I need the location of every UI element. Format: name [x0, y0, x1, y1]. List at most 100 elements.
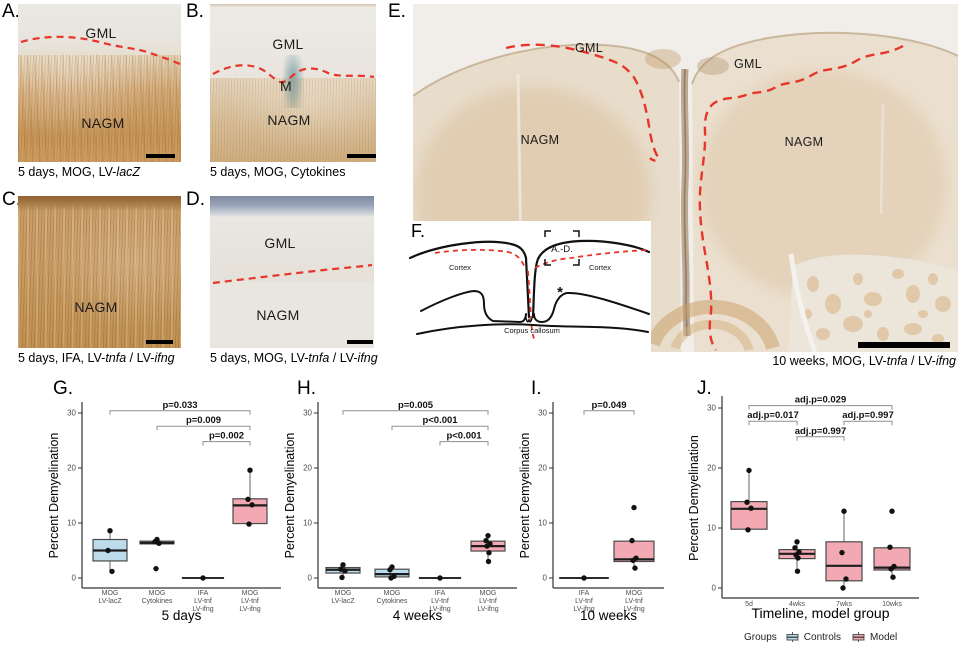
group-legend: Groups Controls Model	[744, 631, 897, 643]
panel-letter-h: H.	[297, 378, 316, 399]
boxplot-box	[374, 564, 410, 581]
label-gml-right: GML	[734, 57, 762, 71]
nagm-region	[18, 196, 181, 348]
caption-a: 5 days, MOG, LV-lacZ	[18, 165, 141, 179]
svg-text:Percent Demyelination: Percent Demyelination	[283, 433, 297, 559]
meningeal-crust	[210, 196, 374, 218]
svg-text:adj.p=0.029: adj.p=0.029	[795, 395, 847, 406]
scale-bar	[347, 154, 376, 158]
panel-letter-j: J.	[697, 378, 712, 399]
micrograph-a: GML NAGM	[18, 4, 181, 162]
scale-bar	[347, 340, 373, 344]
label-m: M	[280, 78, 292, 94]
svg-text:10: 10	[67, 519, 76, 528]
boxplot-box	[92, 528, 128, 575]
boxplot-box	[825, 508, 863, 591]
dashed-demarcation	[434, 248, 526, 269]
legend-item: Controls	[785, 631, 841, 643]
boxplot-box	[418, 575, 462, 581]
svg-text:30: 30	[538, 409, 547, 418]
demarcation-overlay	[212, 263, 373, 285]
panel-letter-b: B.	[186, 1, 204, 22]
boxplot-box	[778, 539, 816, 574]
gml-region	[210, 217, 374, 282]
label-nagm: NAGM	[256, 307, 300, 323]
gml-nagm-dashed-line	[20, 35, 181, 66]
svg-text:30: 30	[67, 409, 76, 418]
gml-nagm-dashed-line	[212, 64, 375, 84]
svg-text:20: 20	[67, 464, 76, 473]
scale-bar	[146, 154, 175, 158]
significance-bracket: p<0.001	[439, 431, 489, 446]
label-region-a-d: A.-D.	[551, 244, 573, 255]
boxplot-box	[613, 504, 655, 571]
svg-text:20: 20	[303, 464, 312, 473]
svg-text:4wks: 4wks	[789, 601, 805, 608]
panel-letter-a: A.	[2, 1, 20, 22]
svg-text:0: 0	[308, 574, 313, 583]
svg-text:0: 0	[712, 584, 717, 593]
svg-text:10: 10	[303, 519, 312, 528]
significance-bracket: p=0.009	[156, 415, 251, 431]
boxplot-box	[559, 575, 609, 581]
micrograph-b: GML M NAGM	[210, 4, 376, 162]
demarcation-overlay	[212, 64, 375, 84]
boxplot-box	[325, 562, 361, 581]
gml-nagm-dashed-line	[212, 263, 373, 285]
scale-bar	[858, 342, 950, 348]
schematic-inset-f: F. A.-D. Cortex Cortex * Corpus callosum	[408, 221, 651, 352]
panel-letter-e: E.	[388, 1, 406, 22]
nagm-region	[18, 54, 181, 162]
svg-text:p<0.001: p<0.001	[422, 415, 458, 426]
label-cortex-left: Cortex	[449, 263, 471, 272]
significance-bracket: p=0.033	[109, 400, 251, 415]
boxplot-box	[181, 575, 225, 581]
svg-text:30: 30	[707, 404, 716, 413]
svg-text:5d: 5d	[745, 601, 753, 608]
significance-bracket: p=0.049	[583, 400, 635, 415]
legend-items: Controls Model	[785, 631, 897, 643]
svg-text:10: 10	[707, 524, 716, 533]
panel-letter-g: G.	[53, 378, 74, 399]
gml-nagm-dashed-line-right	[698, 44, 904, 351]
asterisk-marker: *	[557, 284, 563, 301]
boxplot-key-icon	[786, 632, 799, 642]
legend-title: Groups	[744, 631, 777, 643]
panel-letter-i: I.	[531, 378, 542, 399]
svg-text:Timeline, model group: Timeline, model group	[752, 605, 890, 621]
svg-text:Percent Demyelination: Percent Demyelination	[47, 433, 61, 559]
label-nagm: NAGM	[267, 112, 311, 128]
svg-text:10 weeks: 10 weeks	[580, 608, 637, 623]
significance-bracket: adj.p=0.997	[795, 426, 846, 441]
svg-text:p=0.005: p=0.005	[398, 400, 434, 411]
label-nagm-right: NAGM	[784, 135, 824, 149]
legend-label: Controls	[803, 631, 842, 643]
boxplot-box	[232, 467, 268, 527]
boxplot-box	[470, 532, 506, 565]
significance-bracket: p<0.001	[391, 415, 489, 431]
legend-item: Model	[851, 631, 897, 643]
svg-text:p=0.033: p=0.033	[162, 400, 197, 411]
svg-text:p<0.001: p<0.001	[446, 431, 482, 442]
svg-text:adj.p=0.997: adj.p=0.997	[842, 410, 894, 421]
schematic-drawing: A.-D. Cortex Cortex * Corpus callosum	[408, 230, 651, 340]
label-gml: GML	[272, 36, 304, 52]
gml-region	[18, 4, 181, 55]
svg-text:20: 20	[538, 464, 547, 473]
boxplot-box	[139, 536, 175, 572]
svg-text:10wks: 10wks	[882, 601, 902, 608]
label-nagm: NAGM	[81, 115, 125, 131]
svg-text:p=0.049: p=0.049	[591, 400, 626, 411]
crop-mark-brackets	[544, 230, 580, 266]
scale-bar	[146, 340, 173, 344]
svg-text:5 days: 5 days	[162, 608, 202, 623]
